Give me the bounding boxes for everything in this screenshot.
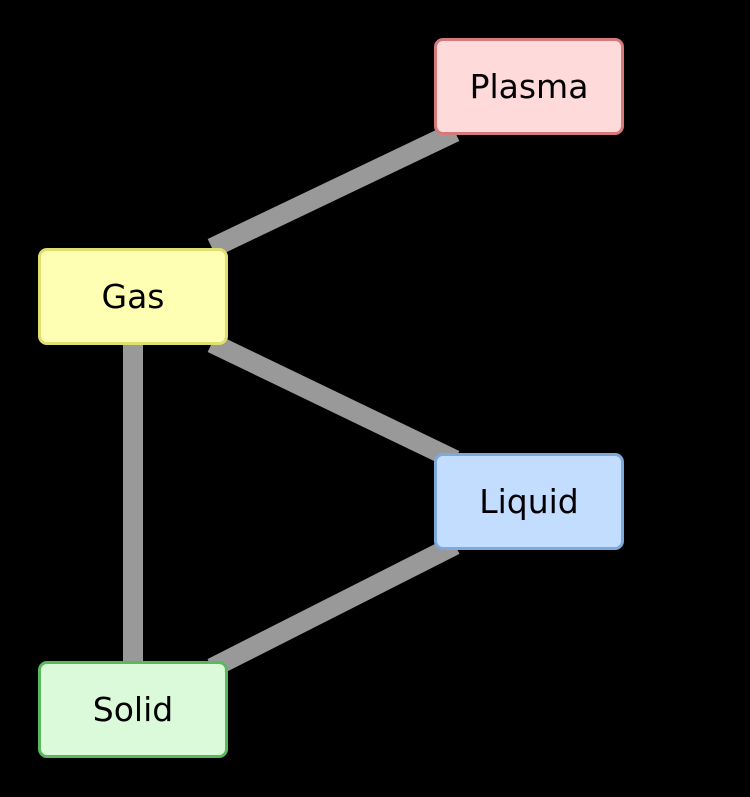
node-solid: Solid	[38, 661, 228, 758]
node-solid-label: Solid	[92, 690, 174, 729]
node-liquid: Liquid	[434, 453, 624, 550]
node-liquid-label: Liquid	[479, 482, 579, 521]
node-plasma-label: Plasma	[469, 67, 589, 106]
edge-liquid-solid	[207, 536, 460, 677]
edge-gas-plasma	[207, 122, 460, 258]
node-gas-label: Gas	[101, 277, 165, 316]
edge-gas-liquid	[207, 333, 460, 470]
node-gas: Gas	[38, 248, 228, 345]
node-plasma: Plasma	[434, 38, 624, 135]
